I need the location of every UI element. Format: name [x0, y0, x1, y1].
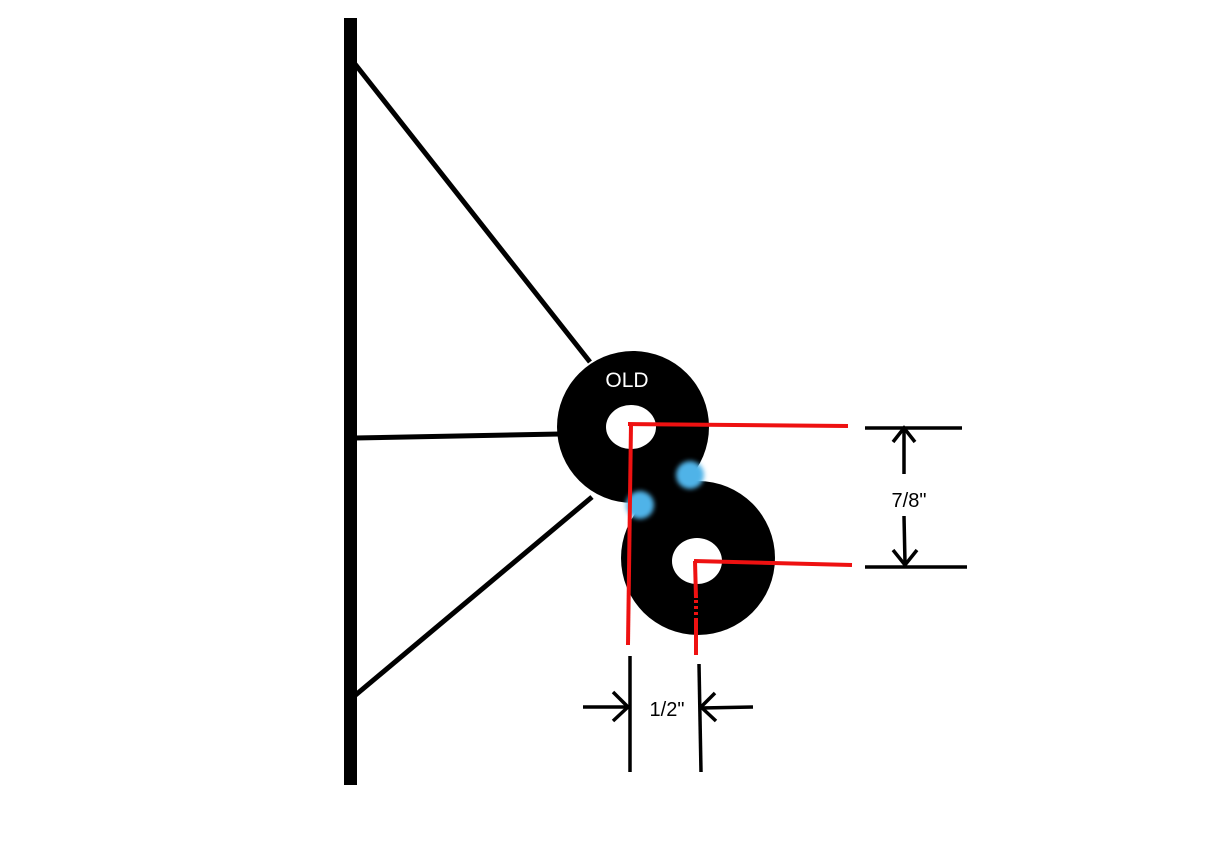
arrow-left-shaft	[700, 705, 754, 710]
lower-strut	[350, 495, 594, 700]
vertical-dimension-label: 7/8"	[892, 490, 927, 512]
arrow-up-head	[891, 425, 917, 444]
new-center-vertical-guide	[693, 560, 698, 599]
old-center-horizontal-guide	[627, 422, 849, 428]
contact-marker	[676, 461, 704, 489]
old-label: OLD	[605, 369, 648, 392]
arrow-down-shaft	[902, 515, 907, 564]
center-guides	[626, 422, 853, 655]
old-center-vertical-guide	[626, 423, 633, 646]
arrow-down-head	[891, 548, 919, 568]
bracket-struts	[350, 62, 594, 700]
arrow-left-head	[698, 691, 718, 723]
wall-post	[344, 18, 357, 785]
extension-line	[697, 663, 703, 773]
upper-strut	[353, 62, 592, 364]
contact-marker	[626, 491, 654, 519]
horizontal-dimension	[583, 656, 754, 773]
vertical-dimension	[865, 425, 967, 569]
arrow-right-head	[611, 690, 631, 723]
new-center-horizontal-guide	[693, 559, 853, 567]
middle-strut	[354, 431, 561, 441]
horizontal-dimension-label: 1/2"	[650, 699, 685, 721]
